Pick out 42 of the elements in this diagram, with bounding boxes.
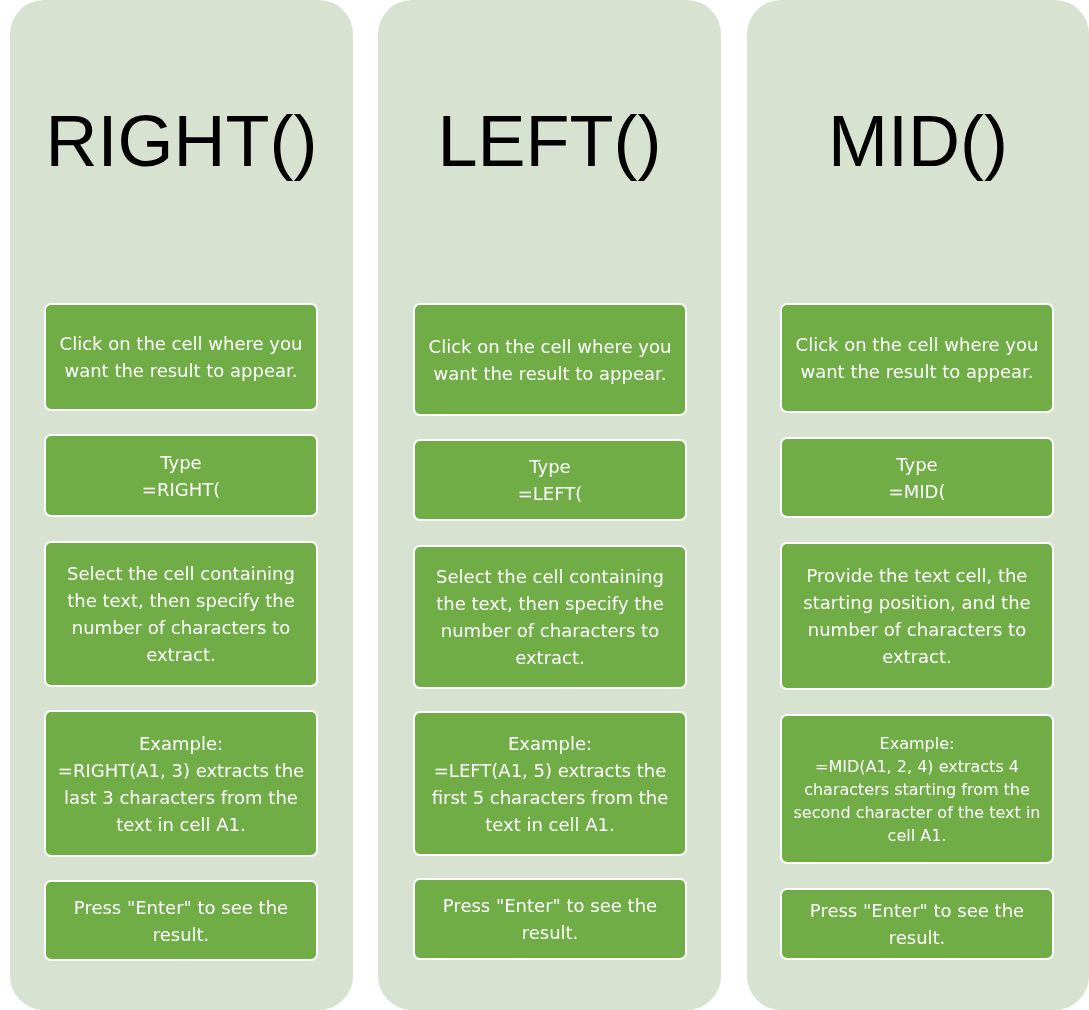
step-text: Press "Enter" to see the result.	[441, 894, 659, 945]
step-box	[413, 711, 687, 856]
step-box	[413, 439, 687, 521]
step-label: Type	[896, 452, 938, 477]
step-label: Example:	[879, 732, 955, 755]
step-text: Click on the cell where you want the result to appear.	[427, 334, 673, 386]
step-text: =RIGHT(A1, 3) extracts the last 3 characters from the text in cell A1.	[56, 758, 306, 837]
step-label: Type	[160, 450, 202, 475]
step-text: Click on the cell where you want the result to appear.	[794, 333, 1040, 384]
step-box	[780, 437, 1054, 518]
step-text: =RIGHT(	[141, 477, 221, 502]
step-box	[44, 434, 318, 517]
step-text: Press "Enter" to see the result.	[808, 899, 1026, 950]
step-text: Click on the cell where you want the result to appear.	[58, 332, 304, 383]
column-panel	[747, 0, 1089, 1010]
step-text: =LEFT(A1, 5) extracts the first 5 characters from the text in cell A1.	[430, 758, 670, 837]
step-text: =MID(A1, 2, 4) extracts 4 characters starting from the second character of the text in cell A1.	[792, 755, 1042, 847]
step-box	[413, 303, 687, 416]
column-panel	[378, 0, 721, 1010]
step-text: Select the cell containing the text, then specify the number of characters to extract.	[66, 562, 296, 667]
step-text: Provide the text cell, the starting position, and the number of characters to extract.	[802, 564, 1032, 669]
step-text: Select the cell containing the text, then specify the number of characters to extract.	[435, 565, 665, 670]
function-heading: LEFT()	[436, 100, 663, 182]
step-box	[44, 880, 318, 961]
step-box	[44, 303, 318, 411]
column-panel	[10, 0, 353, 1010]
step-label: Example:	[138, 731, 224, 756]
step-box	[44, 541, 318, 687]
step-box	[780, 888, 1054, 960]
step-label: Example:	[507, 731, 593, 756]
step-box	[780, 303, 1054, 413]
step-box	[413, 878, 687, 960]
step-box	[780, 542, 1054, 690]
step-box	[413, 545, 687, 689]
step-text: =LEFT(	[517, 482, 583, 506]
step-text: Press "Enter" to see the result.	[72, 895, 290, 947]
step-box	[44, 710, 318, 857]
step-box	[780, 714, 1054, 864]
function-heading: MID()	[827, 100, 1009, 182]
function-heading: RIGHT()	[44, 100, 319, 182]
step-label: Type	[529, 455, 571, 479]
step-text: =MID(	[888, 479, 946, 504]
